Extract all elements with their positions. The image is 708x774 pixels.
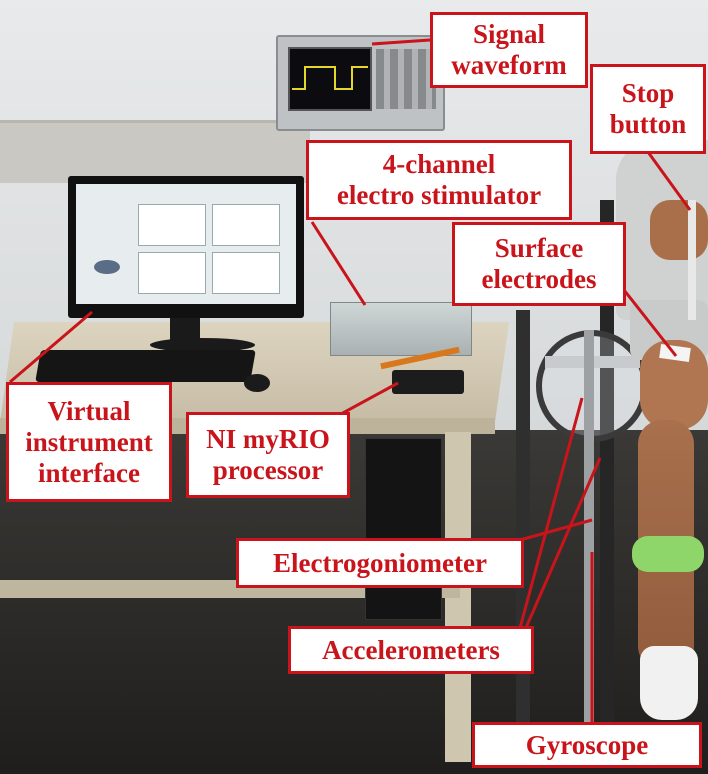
label-gyroscope: Gyroscope: [472, 722, 702, 768]
label-signal-waveform: Signal waveform: [430, 12, 588, 88]
vi-graph-4: [212, 252, 280, 294]
waveform-trace: [292, 66, 368, 90]
label-surface-electrodes: Surface electrodes: [452, 222, 626, 306]
label-stop-button: Stop button: [590, 64, 706, 154]
keyboard-icon: [35, 350, 256, 382]
electro-stimulator-box: [330, 302, 472, 356]
label-virtual-instrument: Virtual instrument interface: [6, 382, 172, 502]
rig-upright: [584, 330, 594, 750]
vi-graph-2: [212, 204, 280, 246]
oscilloscope-knobs: [376, 49, 436, 109]
label-accelerometers: Accelerometers: [288, 626, 534, 674]
vi-graph-1: [138, 204, 206, 246]
cable-stop-button: [688, 200, 696, 320]
person-sock: [640, 646, 698, 720]
person-arm: [650, 200, 708, 260]
oscilloscope-icon: [276, 35, 445, 131]
label-electro-stimulator: 4-channel electro stimulator: [306, 140, 572, 220]
oscilloscope-screen: [288, 47, 372, 111]
label-myrio: NI myRIO processor: [186, 412, 350, 498]
foam-leg-pad: [632, 536, 704, 572]
computer-tower: [365, 438, 442, 620]
vi-graph-3: [138, 252, 206, 294]
wall-panel: [0, 120, 310, 183]
label-electrogoniometer: Electrogoniometer: [236, 538, 524, 588]
monitor-base: [150, 338, 255, 352]
monitor-icon: [68, 176, 304, 318]
mouse-icon: [244, 374, 270, 392]
myrio-device: [392, 370, 464, 394]
vi-stop-knob: [94, 260, 120, 274]
monitor-screen: [76, 184, 296, 304]
